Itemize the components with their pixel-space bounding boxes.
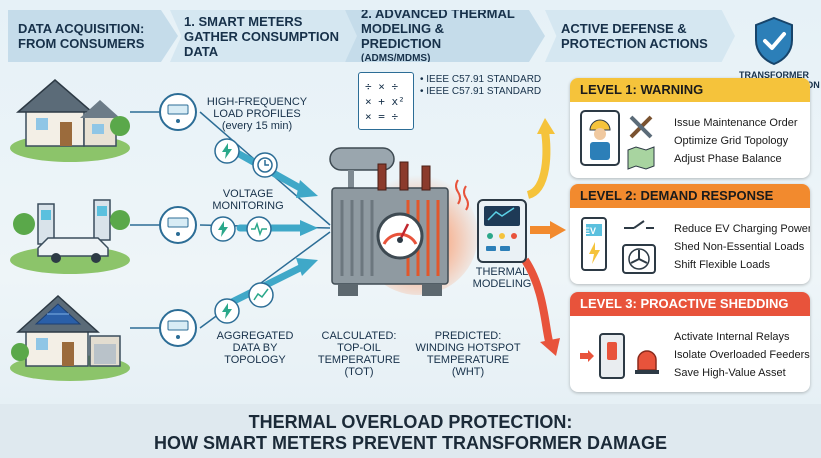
footer-line-1: Thermal Overload Protection: <box>0 412 821 433</box>
level-1-action: Optimize Grid Topology <box>674 134 788 149</box>
lightning-icon <box>210 216 236 242</box>
level-3-action: Save High-Value Asset <box>674 366 786 381</box>
arrow-right-icon <box>580 350 594 362</box>
level-1-action: Issue Maintenance Order <box>674 116 798 131</box>
level-2-panel: Level 2: Demand Response EV Reduce EV Ch… <box>570 184 810 284</box>
level-3-title: Level 3: Proactive Shedding <box>570 292 810 316</box>
standards-list: • IEEE C57.91 STANDARD • IEEE C57.91 STA… <box>420 74 541 98</box>
level-1-panel: Level 1: Warning Issue Maintenance Order… <box>570 78 810 178</box>
map-icon <box>626 146 656 170</box>
ev-charger-icon <box>580 216 612 274</box>
ev-charging-station-icon <box>8 180 132 275</box>
smart-meter-icon <box>158 205 198 245</box>
fan-icon <box>622 244 656 274</box>
standard-item: • IEEE C57.91 STANDARD <box>420 86 541 98</box>
voltage-monitoring-label: VOLTAGE MONITORING <box>200 188 296 212</box>
solar-house-icon <box>8 282 132 382</box>
level-3-action: Activate Internal Relays <box>674 330 790 345</box>
formula-line: × + x² <box>365 94 413 109</box>
load-profiles-label: HIGH-FREQUENCY LOAD PROFILES (every 15 m… <box>192 96 322 132</box>
level-2-action: Shift Flexible Loads <box>674 258 770 273</box>
tools-icon <box>626 112 656 142</box>
footer-title: Thermal Overload Protection: How Smart M… <box>0 404 821 458</box>
graph-icon <box>248 282 274 308</box>
level-3-panel: Level 3: Proactive Shedding Activate Int… <box>570 292 810 392</box>
load-profiles-sub: (every 15 min) <box>192 120 322 132</box>
thermal-controller-icon <box>476 198 528 264</box>
footer-line-2: How Smart Meters Prevent Transformer Dam… <box>0 433 821 454</box>
lightning-icon <box>214 138 240 164</box>
level-1-title: Level 1: Warning <box>570 78 810 102</box>
waveform-icon <box>246 216 272 242</box>
standard-item: • IEEE C57.91 STANDARD <box>420 74 541 86</box>
thermal-modeling-label: THERMAL MODELING <box>466 266 538 290</box>
level-1-action: Adjust Phase Balance <box>674 152 782 167</box>
formula-card: ÷ × ÷ × + x² × = ÷ <box>358 72 414 130</box>
house-icon <box>8 68 132 163</box>
level-2-action: Reduce EV Charging Power <box>674 222 810 237</box>
transformer-icon <box>308 140 478 310</box>
power-switch-icon <box>622 218 656 238</box>
top-oil-label: CALCULATED: TOP-OIL TEMPERATURE (TOT) <box>312 330 406 378</box>
level-2-title: Level 2: Demand Response <box>570 184 810 208</box>
hotspot-label: PREDICTED: WINDING HOTSPOT TEMPERATURE (… <box>412 330 524 378</box>
aggregated-data-label: AGGREGATED DATA BY TOPOLOGY <box>205 330 305 366</box>
level-3-action: Isolate Overloaded Feeders <box>674 348 810 363</box>
clock-icon <box>252 152 278 178</box>
relay-switch-icon <box>598 332 628 382</box>
smart-meter-icon <box>158 308 198 348</box>
formula-line: × = ÷ <box>365 109 413 124</box>
load-profiles-title: HIGH-FREQUENCY LOAD PROFILES <box>192 96 322 120</box>
level-2-action: Shed Non-Essential Loads <box>674 240 804 255</box>
formula-line: ÷ × ÷ <box>365 79 413 94</box>
alarm-light-icon <box>632 346 662 376</box>
lightning-icon <box>214 298 240 324</box>
ev-badge: EV <box>584 226 596 236</box>
technician-icon <box>580 110 620 166</box>
